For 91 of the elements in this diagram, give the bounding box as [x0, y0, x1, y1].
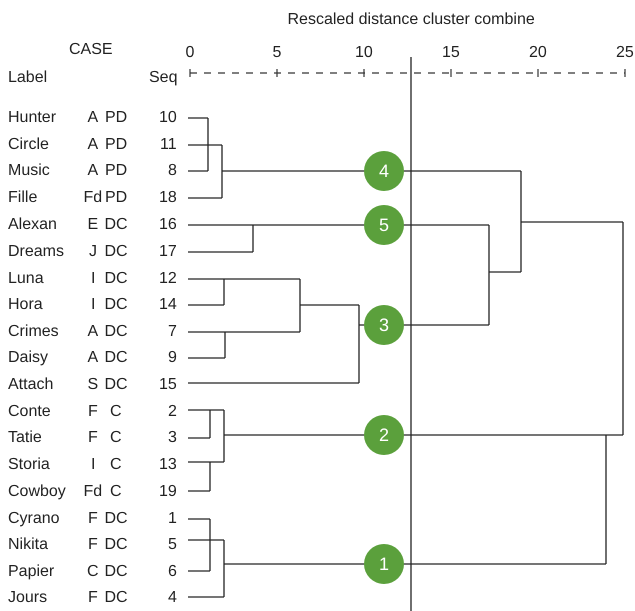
- case-label: Jours: [8, 589, 48, 607]
- column-header: Seq: [149, 69, 178, 87]
- case-type: DC: [104, 510, 128, 528]
- sequence-number: 17: [159, 243, 177, 261]
- case-type: C: [110, 429, 122, 447]
- cluster-number-circle: 1: [364, 544, 404, 584]
- sequence-number: 18: [159, 189, 177, 207]
- case-code: F: [88, 510, 98, 528]
- cluster-number-circle: 4: [364, 151, 404, 191]
- case-code: E: [88, 216, 98, 234]
- case-type: C: [110, 483, 122, 501]
- case-code: I: [91, 270, 96, 288]
- tick-label: 10: [355, 44, 373, 62]
- sequence-number: 2: [168, 403, 177, 421]
- sequence-number: 12: [159, 270, 177, 288]
- column-header: Label: [8, 69, 48, 87]
- case-label: Nikita: [8, 536, 48, 554]
- case-type: C: [110, 456, 122, 474]
- case-label: Alexan: [8, 216, 57, 234]
- case-code: F: [88, 403, 98, 421]
- case-code: Fd: [84, 189, 102, 207]
- cluster-number-circle: 2: [364, 415, 404, 455]
- case-label: Tatie: [8, 429, 42, 447]
- tick-label: 20: [529, 44, 547, 62]
- column-header: CASE: [69, 41, 113, 59]
- case-type: PD: [105, 109, 128, 127]
- case-label: Hora: [8, 296, 43, 314]
- case-label: Crimes: [8, 323, 59, 341]
- case-code: F: [88, 589, 98, 607]
- case-label: Cyrano: [8, 510, 60, 528]
- case-label: Attach: [8, 376, 54, 394]
- axis-title: Rescaled distance cluster combine: [288, 11, 535, 29]
- case-type: DC: [104, 376, 128, 394]
- tick-label: 5: [272, 44, 282, 62]
- sequence-number: 4: [168, 589, 177, 607]
- sequence-number: 19: [159, 483, 177, 501]
- case-code: I: [91, 456, 96, 474]
- sequence-number: 16: [159, 216, 177, 234]
- case-type: DC: [104, 243, 128, 261]
- case-code: J: [89, 243, 97, 261]
- sequence-number: 10: [159, 109, 177, 127]
- case-type: DC: [104, 296, 128, 314]
- case-label: Music: [8, 162, 50, 180]
- case-code: F: [88, 536, 98, 554]
- case-code: A: [88, 109, 98, 127]
- case-code: C: [87, 563, 99, 581]
- case-type: PD: [105, 136, 128, 154]
- case-type: PD: [105, 189, 128, 207]
- tick-label: 25: [616, 44, 634, 62]
- case-type: DC: [104, 589, 128, 607]
- sequence-number: 9: [168, 349, 177, 367]
- case-code: A: [88, 136, 98, 154]
- case-type: DC: [104, 536, 128, 554]
- case-type: PD: [105, 162, 128, 180]
- sequence-number: 15: [159, 376, 177, 394]
- sequence-number: 14: [159, 296, 177, 314]
- case-type: DC: [104, 323, 128, 341]
- case-code: F: [88, 429, 98, 447]
- case-type: DC: [104, 216, 128, 234]
- sequence-number: 11: [160, 136, 177, 154]
- case-code: Fd: [84, 483, 102, 501]
- cluster-number-circle: 3: [364, 305, 404, 345]
- case-label: Storia: [8, 456, 50, 474]
- case-label: Luna: [8, 270, 44, 288]
- case-label: Dreams: [8, 243, 64, 261]
- case-label: Daisy: [8, 349, 48, 367]
- case-code: A: [88, 162, 98, 180]
- case-label: Fille: [8, 189, 38, 207]
- tick-label: 15: [442, 44, 460, 62]
- sequence-number: 7: [168, 323, 177, 341]
- case-code: S: [88, 376, 98, 394]
- case-type: DC: [104, 349, 128, 367]
- case-label: Cowboy: [8, 483, 66, 501]
- cluster-number-circle: 5: [364, 205, 404, 245]
- sequence-number: 1: [168, 510, 177, 528]
- case-code: A: [88, 349, 98, 367]
- case-type: C: [110, 403, 122, 421]
- tick-label: 0: [186, 44, 194, 62]
- sequence-number: 6: [168, 563, 177, 581]
- case-code: I: [91, 296, 96, 314]
- case-label: Conte: [8, 403, 51, 421]
- case-label: Circle: [8, 136, 49, 154]
- case-type: DC: [104, 563, 128, 581]
- sequence-number: 8: [168, 162, 177, 180]
- case-label: Papier: [8, 563, 54, 581]
- case-label: Hunter: [8, 109, 56, 127]
- case-type: DC: [104, 270, 128, 288]
- case-code: A: [88, 323, 98, 341]
- sequence-number: 5: [168, 536, 177, 554]
- sequence-number: 3: [168, 429, 177, 447]
- sequence-number: 13: [159, 456, 177, 474]
